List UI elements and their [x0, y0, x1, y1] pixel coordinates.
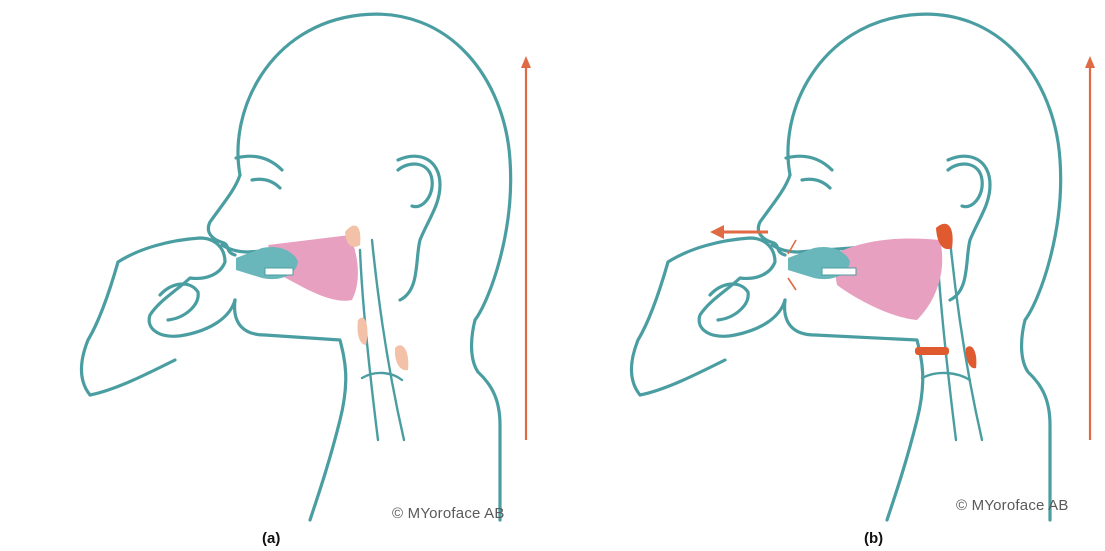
panel-b: © MYoroface AB (b)	[552, 0, 1105, 551]
ear-outline	[948, 164, 982, 207]
neck-line	[398, 156, 440, 300]
vertical-arrow	[1085, 56, 1095, 440]
copyright-text: © MYoroface AB	[956, 497, 1069, 514]
copyright-text: © MYoroface AB	[392, 505, 505, 522]
thumb-icon	[710, 284, 748, 320]
vertical-arrow	[521, 56, 531, 440]
hand-holding-device	[632, 238, 786, 395]
face-profile	[208, 175, 240, 255]
teeth-icon	[822, 268, 856, 275]
panel-caption: (a)	[262, 530, 280, 547]
panel-caption: (b)	[864, 530, 883, 547]
ear-outline	[398, 164, 432, 207]
eyebrow-icon	[786, 156, 832, 170]
face-profile	[758, 175, 790, 255]
lower-jaw	[235, 300, 346, 520]
eyebrow-icon	[236, 156, 282, 170]
tongue	[832, 239, 942, 320]
panel-a: © MYoroface AB (a)	[0, 0, 552, 551]
eyelid-icon	[802, 179, 830, 188]
throat-tissue	[395, 345, 408, 370]
lower-jaw	[785, 300, 923, 520]
trachea-ring	[362, 373, 402, 380]
thumb-icon	[160, 284, 198, 320]
eyelid-icon	[252, 179, 280, 188]
airway-line	[372, 240, 404, 440]
trachea-ring	[922, 373, 970, 380]
head-illustration-a	[0, 0, 552, 551]
head-illustration-b	[552, 0, 1105, 551]
throat-tissue-active	[915, 347, 949, 355]
teeth-icon	[265, 268, 293, 275]
hand-holding-device	[82, 238, 236, 395]
throat-tissue	[357, 318, 367, 345]
